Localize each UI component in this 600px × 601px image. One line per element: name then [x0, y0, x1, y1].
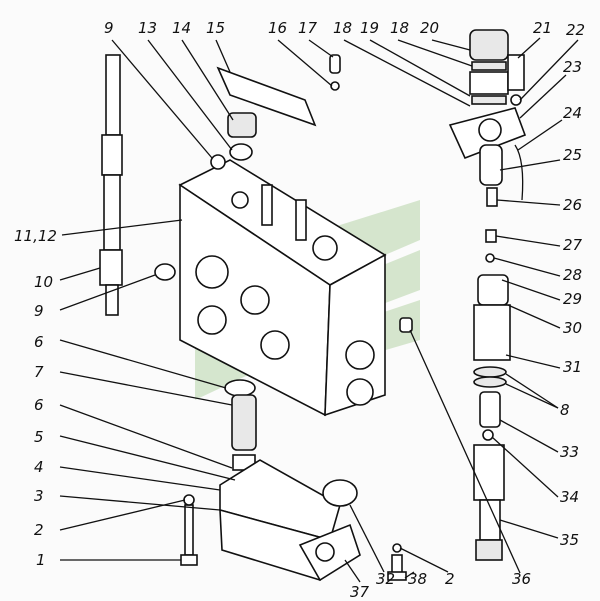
label-top: 20: [420, 19, 439, 37]
label-right: 34: [560, 488, 579, 506]
relief-valve-parts: [399, 144, 511, 561]
label-left: 11,12: [14, 227, 57, 245]
label-top: 22: [566, 21, 585, 39]
leader-lines: [59, 37, 579, 583]
label-left: 2: [34, 521, 44, 539]
valve-block: [178, 154, 387, 417]
label-right: 23: [563, 58, 582, 76]
label-right: 29: [563, 290, 582, 308]
label-bottom: 32: [376, 570, 395, 588]
bottom-cover: [180, 379, 407, 582]
top-parts: [216, 29, 527, 201]
label-top: 17: [298, 19, 318, 37]
spool-stem: [99, 54, 176, 316]
label-top: 19: [360, 19, 379, 37]
label-left: 6: [34, 333, 44, 351]
label-top: 13: [138, 19, 157, 37]
label-right: 35: [560, 531, 579, 549]
label-right: 33: [560, 443, 579, 461]
label-right: 24: [563, 104, 582, 122]
label-right: 27: [563, 236, 583, 254]
label-right: 28: [563, 266, 582, 284]
plug: [154, 263, 176, 281]
label-left: 5: [34, 428, 44, 446]
label-bottom: 38: [408, 570, 427, 588]
label-top: 14: [172, 19, 191, 37]
label-left: 9: [34, 302, 44, 320]
label-left: 7: [34, 363, 44, 381]
label-right: 31: [563, 358, 582, 376]
label-right: 25: [563, 146, 582, 164]
label-right: 30: [563, 319, 582, 337]
label-left: 6: [34, 396, 44, 414]
label-top: 21: [533, 19, 552, 37]
label-top: 16: [268, 19, 287, 37]
part-labels: 9 13 14 15 16 17 18 19 18 20 21 22 23 24…: [14, 19, 585, 601]
label-right: 26: [563, 196, 582, 214]
label-top: 9: [104, 19, 114, 37]
label-left: 1: [36, 551, 46, 569]
label-bottom: 37: [350, 583, 370, 601]
label-bottom: 36: [512, 570, 531, 588]
label-top: 18: [333, 19, 352, 37]
label-left: 3: [34, 487, 44, 505]
label-left: 4: [34, 458, 44, 476]
label-top: 15: [206, 19, 225, 37]
label-right: 8: [560, 401, 570, 419]
label-bottom: 2: [445, 570, 455, 588]
label-left: 10: [34, 273, 53, 291]
label-top: 18: [390, 19, 409, 37]
